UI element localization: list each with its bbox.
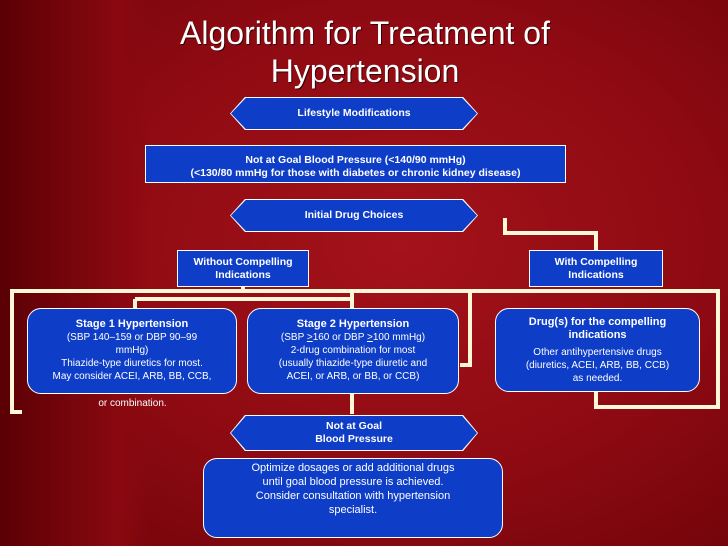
stage2-line-3: (usually thiazide-type diuretic and: [278, 358, 428, 369]
stage2-line-2: 2-drug combination for most: [290, 345, 416, 356]
compelling-line-3: as needed.: [572, 373, 623, 384]
compelling-line-2: (diuretics, ACEI, ARB, BB, CCB): [525, 360, 670, 371]
stage1-line-1: (SBP 140–159 or DBP 90–99: [66, 332, 198, 343]
optimize-line-3: Consider consultation with hypertension: [255, 490, 451, 502]
stage1-line-2: mmHg): [115, 345, 149, 356]
not-at-goal-2-line-2: Blood Pressure: [315, 433, 393, 445]
compelling-drugs-box: Drug(s) for the compelling indications O…: [495, 308, 700, 392]
stage2-hypertension-box: Stage 2 Hypertension (SBP >160 or DBP >1…: [247, 308, 459, 394]
page-title: Algorithm for Treatment of Hypertension: [150, 14, 580, 90]
stage1-line-3: Thiazide-type diuretics for most.: [61, 358, 203, 369]
optimize-line-4: specialist.: [328, 504, 378, 516]
stage1-line-4: May consider ACEI, ARB, BB, CCB,: [52, 371, 212, 382]
not-at-goal-bp-box: Not at Goal Blood Pressure (<140/90 mmHg…: [145, 145, 566, 183]
optimize-line-2: until goal blood pressure is achieved.: [262, 476, 444, 488]
stage1-heading: Stage 1 Hypertension: [75, 318, 189, 330]
without-compelling-line-1: Without Compelling: [193, 255, 293, 268]
without-compelling-line-2: Indications: [215, 268, 271, 281]
optimize-dosages-box: Optimize dosages or add additional drugs…: [203, 458, 503, 538]
with-compelling-box: With Compelling Indications: [529, 250, 663, 287]
without-compelling-box: Without Compelling Indications: [177, 250, 309, 287]
not-at-goal-2-line-1: Not at Goal: [325, 420, 382, 432]
stage2-line-1: (SBP >160 or DBP >100 mmHg): [248, 331, 458, 344]
stage2-line-1-post: 100 mmHg): [372, 332, 426, 343]
initial-drug-choices-box: Initial Drug Choices: [230, 199, 478, 232]
initial-drug-label: Initial Drug Choices: [304, 209, 404, 221]
connector-to-compelling: [503, 218, 598, 251]
optimize-line-1: Optimize dosages or add additional drugs: [251, 462, 455, 474]
compelling-heading-1: Drug(s) for the compelling: [528, 316, 667, 328]
stage1-hypertension-box: Stage 1 Hypertension (SBP 140–159 or DBP…: [27, 308, 237, 394]
lifestyle-modifications-box: Lifestyle Modifications: [230, 97, 478, 130]
with-compelling-line-1: With Compelling: [554, 255, 638, 268]
compelling-line-1: Other antihypertensive drugs: [533, 347, 662, 358]
stage2-line-4: ACEI, or ARB, or BB, or CCB): [286, 371, 420, 382]
compelling-heading-2: indications: [568, 329, 627, 341]
background-gradient-strip: [0, 0, 150, 546]
title-line-1: Algorithm for Treatment of: [180, 15, 550, 51]
not-at-goal-line-1: Not at Goal Blood Pressure (<140/90 mmHg…: [245, 153, 466, 166]
stage2-gte-1: >: [306, 332, 313, 343]
stage2-line-1-pre: (SBP: [280, 332, 307, 343]
stage2-heading: Stage 2 Hypertension: [296, 318, 410, 330]
lifestyle-label: Lifestyle Modifications: [297, 107, 411, 119]
stage2-gte-2: >: [366, 332, 373, 343]
connector-right-bracket: [352, 289, 720, 409]
with-compelling-line-2: Indications: [568, 268, 624, 281]
not-at-goal-bp-2-box: Not at Goal Blood Pressure: [230, 415, 478, 451]
stage1-line-5: or combination.: [98, 398, 167, 409]
title-line-2: Hypertension: [270, 53, 460, 89]
stage2-line-1-mid: 160 or DBP: [312, 332, 367, 343]
not-at-goal-line-2: (<130/80 mmHg for those with diabetes or…: [190, 166, 521, 179]
